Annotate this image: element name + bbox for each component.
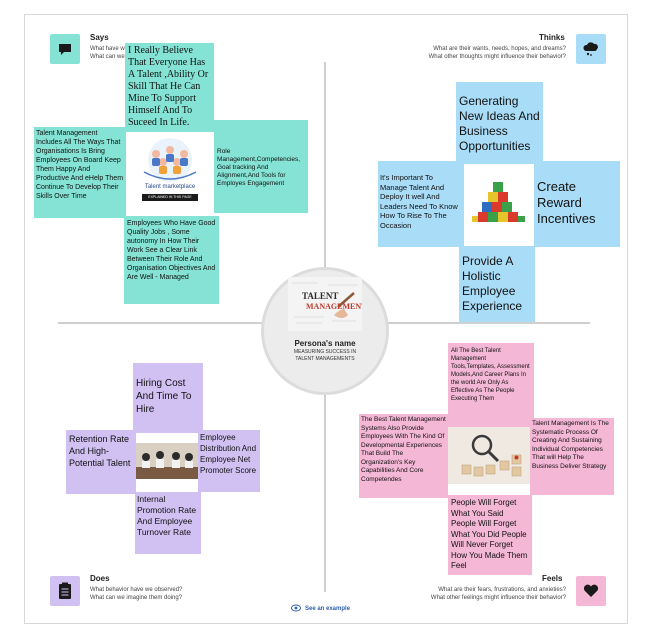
thinks-subtitle: What are their wants, needs, hopes, and … (382, 45, 566, 61)
talent-management-image: TALENT MANAGEMENT (288, 277, 362, 331)
feels-sticky-note-right[interactable]: Talent Management Is The Systematic Proc… (530, 418, 614, 495)
feels-subtitle-line-2: What other feelings might influence thei… (430, 595, 566, 601)
says-sticky-note-right[interactable]: Role Management,Competencies, Goal track… (214, 120, 308, 213)
thinks-icon (576, 34, 606, 64)
thinks-sticky-note-right[interactable]: Create Reward Incentives (534, 161, 620, 247)
does-sticky-note-top[interactable]: Hiring Cost And Time To Hire (133, 363, 203, 433)
does-sticky-note-right[interactable]: Employee Distribution And Employee Net P… (198, 430, 260, 492)
feels-icon (576, 576, 606, 606)
feels-sticky-note-left[interactable]: The Best Talent Management Systems Also … (359, 414, 448, 498)
feels-sticky-note-top[interactable]: All The Best Talent Management Tools,Tem… (448, 343, 534, 427)
thinks-subtitle-line-1: What are their wants, needs, hopes, and … (433, 46, 566, 52)
says-sticky-note-left[interactable]: Talent Management Includes All The Ways … (34, 127, 126, 218)
eye-icon (291, 604, 301, 614)
talent-image-text-1: TALENT (302, 291, 339, 301)
talent-marketplace-image: Talent marketplace EXPLAINED IN THIS PAG… (126, 132, 214, 218)
thinks-sticky-note-top[interactable]: Generating New Ideas And Business Opport… (456, 82, 543, 164)
does-sticky-note-left[interactable]: Retention Rate And High-Potential Talent (66, 430, 136, 494)
does-subtitle-line-1: What behavior have we observed? (90, 587, 183, 593)
thinks-title: Thinks (539, 33, 565, 42)
talent-marketplace-caption: Talent marketplace (144, 184, 196, 190)
says-title: Says (90, 33, 109, 42)
talent-image-text-2: MANAGEMENT (306, 302, 362, 311)
says-sticky-note-top[interactable]: I Really Believe That Everyone Has A Tal… (125, 43, 214, 132)
feels-sticky-note-bottom[interactable]: People Will Forget What You Said People … (448, 495, 532, 575)
feels-subtitle: What are their fears, frustrations, and … (382, 586, 566, 602)
persona-name[interactable]: Persona's name (294, 339, 356, 348)
does-subtitle-line-2: What can we imagine them doing? (90, 595, 183, 601)
does-title: Does (90, 574, 110, 583)
colored-blocks-image (464, 164, 534, 246)
thinks-sticky-note-left[interactable]: It's Important To Manage Talent And Depl… (378, 161, 464, 247)
does-icon (50, 576, 80, 606)
does-sticky-note-bottom[interactable]: Internal Promotion Rate And Employee Tur… (135, 492, 201, 554)
see-example-link[interactable]: See an example (291, 604, 350, 614)
persona-circle (261, 267, 389, 395)
says-icon (50, 34, 80, 64)
does-subtitle: What behavior have we observed? What can… (90, 586, 240, 602)
feels-subtitle-line-1: What are their fears, frustrations, and … (438, 587, 566, 593)
thinks-sticky-note-bottom[interactable]: Provide A Holistic Employee Experience (459, 246, 535, 322)
says-sticky-note-bottom[interactable]: Employees Who Have Good Quality Jobs , S… (124, 216, 219, 304)
talent-marketplace-tag: EXPLAINED IN THIS PAGE (142, 194, 198, 201)
meeting-photo-image (136, 443, 198, 479)
magnifier-blocks-image (448, 427, 532, 484)
thinks-subtitle-line-2: What other thoughts might influence thei… (428, 54, 566, 60)
see-example-label: See an example (305, 606, 351, 612)
feels-title: Feels (542, 574, 563, 583)
persona-subtitle: MEASURING SUCCESS IN TALENT MANAGEMENTS (293, 349, 357, 362)
